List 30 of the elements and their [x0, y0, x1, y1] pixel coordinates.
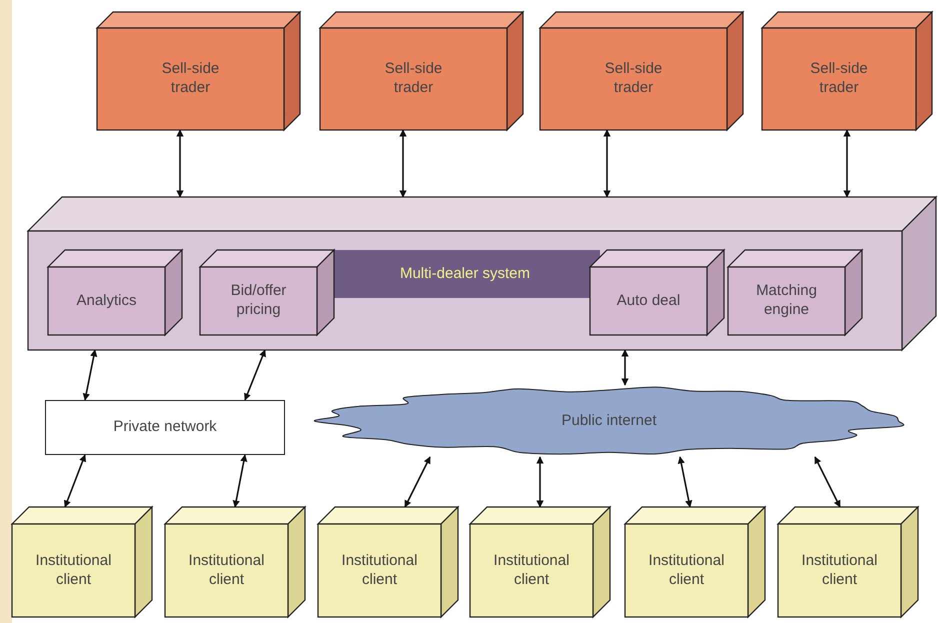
node-label: Bid/offer pricing [230, 282, 288, 320]
node-label: Sell-side trader [384, 60, 444, 98]
node-label: Institutional client [492, 552, 570, 590]
double-arrow [603, 129, 611, 198]
node-label: Institutional client [800, 552, 878, 590]
system-title: Multi-dealer system [398, 264, 532, 284]
double-arrow [82, 349, 98, 401]
double-arrow [404, 456, 431, 508]
node-label: Public internet [560, 412, 658, 430]
double-arrow [621, 349, 629, 386]
double-arrow [843, 129, 851, 198]
double-arrow [399, 129, 407, 198]
node-label: Matching engine [755, 282, 818, 320]
node-label: Sell-side trader [809, 60, 869, 98]
node-label: Institutional client [188, 552, 266, 590]
node-label: Institutional client [340, 552, 418, 590]
node-label: Analytics [75, 292, 138, 310]
double-arrow [678, 456, 692, 508]
double-arrow [64, 454, 86, 508]
node-label: Sell-side trader [160, 60, 220, 98]
node-label: Private network [112, 418, 218, 437]
double-arrow [814, 456, 841, 508]
double-arrow [232, 454, 248, 508]
node-label: Sell-side trader [604, 60, 664, 98]
node-label: Auto deal [616, 292, 682, 310]
double-arrow [176, 129, 184, 198]
node-label: Institutional client [34, 552, 112, 590]
node-label: Institutional client [648, 552, 726, 590]
double-arrow [536, 456, 544, 508]
double-arrow [244, 349, 266, 401]
